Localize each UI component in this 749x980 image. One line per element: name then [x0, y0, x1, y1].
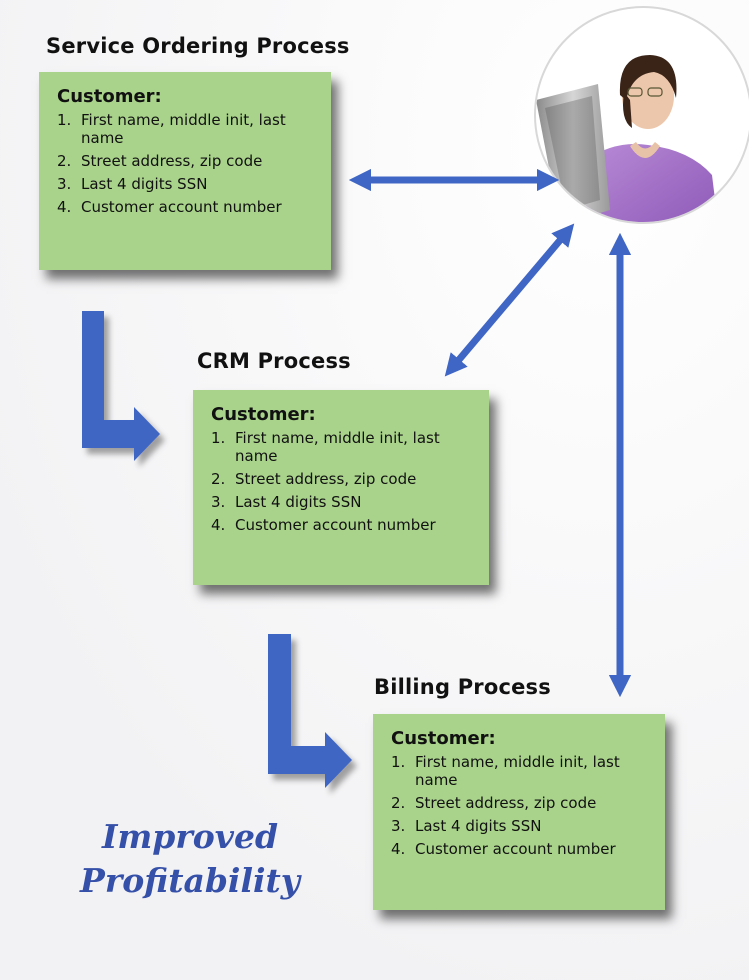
list-item: 2.Street address, zip code — [57, 152, 263, 170]
customer-field-list: 1.First name, middle init, last name 2.S… — [211, 429, 475, 534]
user-at-computer-photo — [534, 6, 749, 224]
list-item: 2.Street address, zip code — [211, 470, 417, 488]
list-item: 3.Last 4 digits SSN — [391, 817, 542, 835]
customer-label: Customer: — [57, 86, 162, 107]
list-item: 4.Customer account number — [57, 198, 282, 216]
customer-field-list: 1.First name, middle init, last name 2.S… — [57, 111, 317, 216]
list-item: 4.Customer account number — [211, 516, 436, 534]
flow-arrow-to-billing — [268, 634, 352, 788]
list-item: 4.Customer account number — [391, 840, 616, 858]
tagline-line-2: Profitability — [80, 861, 300, 900]
list-item: 1.First name, middle init, last name — [211, 429, 440, 465]
crm-box: Customer: 1.First name, middle init, las… — [193, 390, 489, 585]
crm-heading: CRM Process — [197, 349, 351, 373]
connector-crm-to-user — [444, 223, 575, 377]
flow-arrow-to-crm — [82, 311, 160, 461]
list-item: 1.First name, middle init, last name — [391, 753, 620, 789]
customer-label: Customer: — [211, 404, 316, 425]
tagline: Improved Profitability — [70, 815, 310, 903]
service-ordering-heading: Service Ordering Process — [46, 34, 350, 58]
list-item: 3.Last 4 digits SSN — [211, 493, 362, 511]
billing-heading: Billing Process — [374, 675, 551, 699]
tagline-line-1: Improved — [101, 817, 279, 856]
list-item: 2.Street address, zip code — [391, 794, 597, 812]
list-item: 1.First name, middle init, last name — [57, 111, 286, 147]
customer-field-list: 1.First name, middle init, last name 2.S… — [391, 753, 651, 858]
service-ordering-box: Customer: 1.First name, middle init, las… — [39, 72, 331, 270]
list-item: 3.Last 4 digits SSN — [57, 175, 208, 193]
billing-box: Customer: 1.First name, middle init, las… — [373, 714, 665, 910]
customer-label: Customer: — [391, 728, 496, 749]
